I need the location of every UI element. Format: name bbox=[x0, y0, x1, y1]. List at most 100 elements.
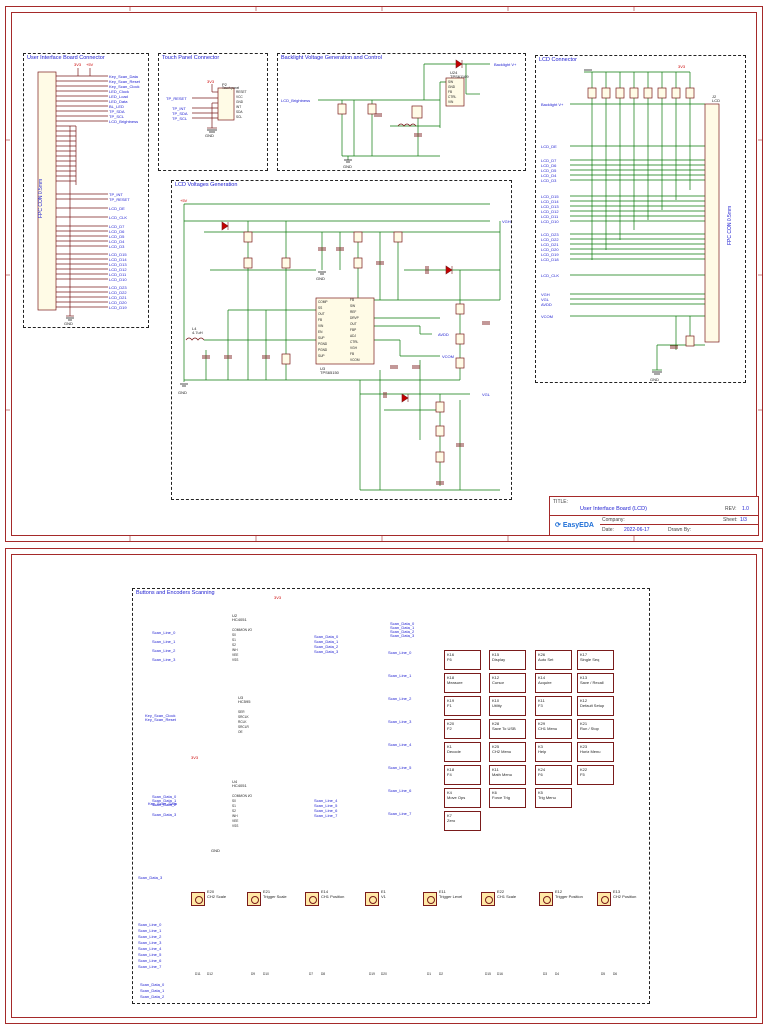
scan-data-net: Scan_Data_2 bbox=[152, 802, 177, 807]
lcd-net-label: LCD_D13 bbox=[541, 204, 559, 209]
ui-net-label: LED_Data bbox=[109, 99, 128, 104]
switch-ref: K4 bbox=[447, 790, 452, 795]
switch-ref: K26 bbox=[538, 652, 546, 657]
switch-ref: K3 bbox=[538, 744, 543, 749]
lcdv-pin-right: REF bbox=[350, 310, 357, 314]
touch-net-scl: TP_SCL bbox=[172, 116, 188, 121]
touch-gnd-label: GND bbox=[205, 133, 214, 138]
lcdv-pin-right: DRVP bbox=[350, 316, 359, 320]
rotary-encoder bbox=[423, 892, 437, 906]
lcd-connector-label: FPC CON 0.5mm bbox=[727, 205, 733, 245]
encoder-data-bottom-net: Scan_Data_0 bbox=[140, 982, 165, 987]
key-scan-data-net: Key_Scan_Data bbox=[148, 801, 177, 806]
easyeda-logo-text: EasyEDA bbox=[562, 522, 594, 529]
touch-pin-label: VCC bbox=[236, 95, 243, 99]
lcd-net-label: VCOM bbox=[541, 314, 553, 319]
lcdv-ic-ref: U3 bbox=[320, 366, 326, 371]
switch-name: F5 bbox=[580, 772, 585, 777]
diode-label: D4 bbox=[555, 972, 560, 976]
matrix-line-net: Scan_Line_6 bbox=[388, 788, 412, 793]
ui-net-label: LCD_DE bbox=[109, 206, 125, 211]
switch-ref: K7 bbox=[447, 813, 452, 818]
ui-net-label: TP_SDA bbox=[109, 109, 125, 114]
switch-name: F2 bbox=[447, 726, 452, 731]
touch-conn-ref: P2 bbox=[222, 82, 227, 87]
company-label: Company: bbox=[602, 517, 625, 523]
diode-label: D2 bbox=[439, 972, 444, 976]
ui-net-label: LCD_CLK bbox=[109, 215, 128, 220]
encoder-ref: E20 bbox=[207, 889, 215, 894]
title-label: TITLE: bbox=[553, 499, 569, 505]
diode-label: D7 bbox=[309, 972, 314, 976]
lcdv-inductor-ref: L4 bbox=[192, 326, 197, 331]
ic-ref: U2 bbox=[232, 613, 238, 618]
switch-ref: K6 bbox=[492, 790, 497, 795]
encoder-name: Trigger Position bbox=[555, 894, 583, 899]
switch-name: F6 bbox=[538, 772, 543, 777]
lcdv-avdd-net: AVDD bbox=[438, 332, 449, 337]
rotary-encoder bbox=[481, 892, 495, 906]
scan-line-net: Scan_Line_7 bbox=[314, 813, 338, 818]
sheet2-gnd-label: GND bbox=[211, 848, 220, 853]
switch-name: F4 bbox=[447, 772, 452, 777]
encoder-name: Trigger Scale bbox=[263, 894, 287, 899]
diode-label: D10 bbox=[263, 972, 269, 976]
diode-label: D6 bbox=[613, 972, 618, 976]
backlight-ic-ref: U24 bbox=[450, 70, 458, 75]
gnd-label: GND bbox=[64, 321, 73, 326]
touch-panel-connector-block: Touch Panel Connector bbox=[158, 53, 268, 171]
lcdv-gnd2-label: GND bbox=[316, 276, 325, 281]
backlight-pin-label: CTRL bbox=[448, 95, 457, 99]
ic-pin: SRCLK bbox=[238, 715, 249, 719]
buttons-encoders-block: Buttons and Encoders Scanning bbox=[132, 588, 650, 1004]
switch-name: Display bbox=[492, 657, 506, 662]
ic-pin: S0 bbox=[232, 799, 236, 803]
switch-name: Decode bbox=[447, 749, 461, 754]
lcd-net-label: LCD_D20 bbox=[541, 247, 559, 252]
switch-name: Trig Menu bbox=[538, 795, 556, 800]
diode-label: D16 bbox=[497, 972, 503, 976]
rotary-encoder bbox=[365, 892, 379, 906]
lcd-net-label: LCD_D21 bbox=[541, 242, 559, 247]
power-3v3-label: 3V3 bbox=[74, 62, 82, 67]
title-text: User Interface Board (LCD) bbox=[580, 506, 647, 512]
encoder-ref: E21 bbox=[263, 889, 271, 894]
switch-name: CH1 Menu bbox=[538, 726, 558, 731]
touch-panel-connector-title: Touch Panel Connector bbox=[162, 55, 220, 61]
encoder-line-net: Scan_Line_0 bbox=[138, 922, 162, 927]
diode-label: D5 bbox=[601, 972, 606, 976]
matrix-line-net: Scan_Line_1 bbox=[388, 673, 412, 678]
ui-net-label: TP_INT bbox=[109, 192, 123, 197]
lcd-net-label: LCD_D15 bbox=[541, 194, 559, 199]
touch-net-reset: TP_RESET bbox=[166, 96, 187, 101]
scan-line-net: Scan_Line_4 bbox=[314, 798, 338, 803]
diode-label: D19 bbox=[369, 972, 375, 976]
encoder-name: CH1 Scale bbox=[497, 894, 517, 899]
encoder-line-net: Scan_Line_7 bbox=[138, 964, 162, 969]
switch-name: Acquire bbox=[538, 680, 552, 685]
sheet-value: 1/3 bbox=[740, 517, 747, 523]
switch-name: Auto Set bbox=[538, 657, 554, 662]
switch-ref: K14 bbox=[538, 675, 546, 680]
ui-net-label: BL_LED bbox=[109, 104, 124, 109]
ui-net-label: TP_SCL bbox=[109, 114, 125, 119]
switch-ref: K19 bbox=[447, 698, 455, 703]
touch-pin-label: SCL bbox=[236, 115, 243, 119]
backlight-in-net: LCD_Brightness bbox=[281, 98, 311, 103]
matrix-data-net: Scan_Data_3 bbox=[390, 633, 415, 638]
touch-pin-label: GND bbox=[236, 100, 244, 104]
encoder-data-net: Scan_Data_3 bbox=[138, 875, 163, 880]
lcdv-vgh-net: VGH bbox=[502, 219, 511, 224]
switch-ref: K11 bbox=[492, 767, 499, 772]
switch-name: Horiz Menu bbox=[580, 749, 601, 754]
ui-net-label: LCD_D11 bbox=[109, 272, 127, 277]
switch-name: Utility bbox=[492, 703, 502, 708]
